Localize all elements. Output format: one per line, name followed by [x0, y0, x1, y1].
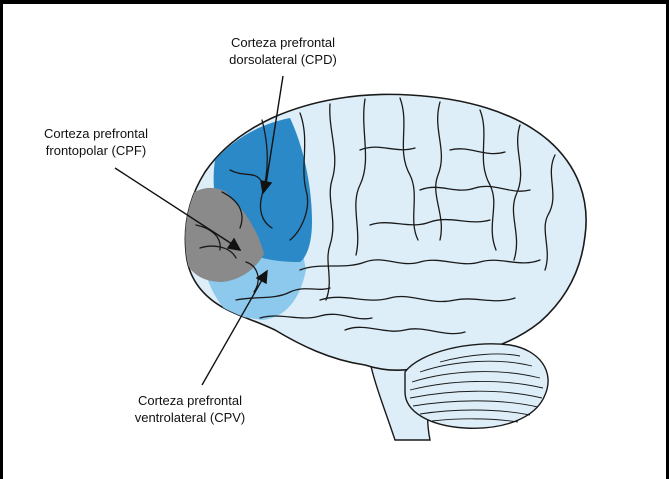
label-dorsolateral-line2: dorsolateral (CPD): [208, 51, 358, 68]
label-frontopolar-line1: Corteza prefrontal: [26, 125, 166, 142]
cerebellum: [405, 344, 548, 428]
label-frontopolar: Corteza prefrontal frontopolar (CPF): [26, 125, 166, 159]
label-dorsolateral-line1: Corteza prefrontal: [208, 34, 358, 51]
label-ventrolateral-line2: ventrolateral (CPV): [115, 409, 265, 426]
label-dorsolateral: Corteza prefrontal dorsolateral (CPD): [208, 34, 358, 68]
label-ventrolateral: Corteza prefrontal ventrolateral (CPV): [115, 392, 265, 426]
label-frontopolar-line2: frontopolar (CPF): [26, 142, 166, 159]
label-ventrolateral-line1: Corteza prefrontal: [115, 392, 265, 409]
